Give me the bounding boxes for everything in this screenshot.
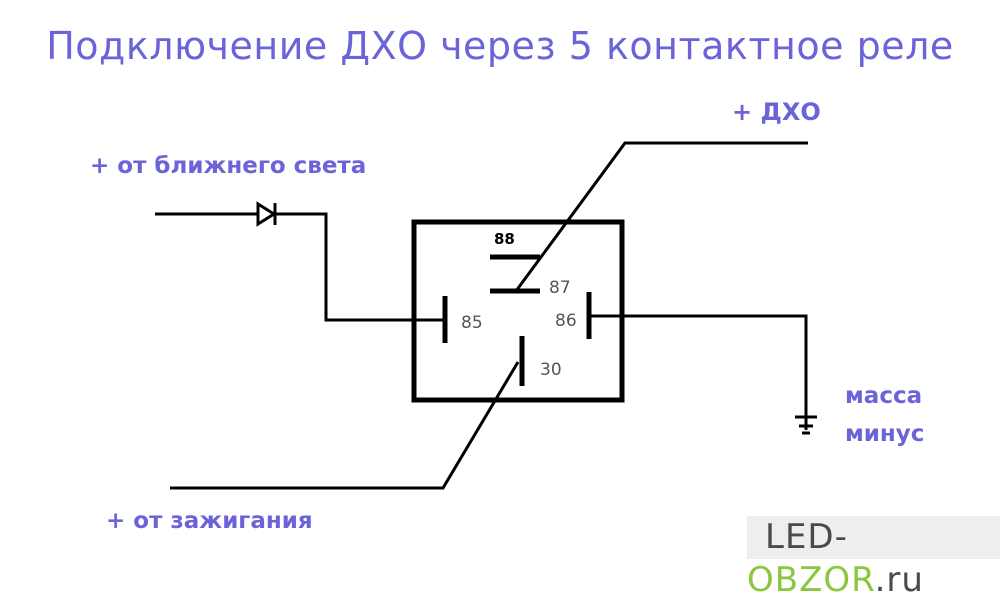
pin-86-label: 86: [555, 311, 577, 331]
ground-wire: [589, 314, 808, 430]
ground-icon: [795, 415, 817, 435]
relay-wiring-diagram: [155, 141, 817, 490]
ground-label: масса: [845, 383, 923, 409]
pin-87-label: 87: [549, 278, 571, 298]
low-beam-wire: [155, 212, 445, 322]
drl-plus-label: + ДХО: [732, 98, 821, 126]
pin-85-label: 85: [461, 313, 483, 333]
diagram-title: Подключение ДХО через 5 контактное реле: [46, 24, 954, 68]
ignition-label: + от зажигания: [106, 508, 313, 534]
low-beam-label: + от ближнего света: [90, 153, 367, 179]
watermark-part-ru: .ru: [874, 560, 924, 600]
watermark-logo: LED-OBZOR.ru: [747, 516, 1000, 600]
diode-icon: [256, 201, 277, 227]
pin-88-label: 88: [494, 230, 515, 248]
watermark-part-obzor: OBZOR: [747, 560, 875, 600]
drl-wire: [514, 141, 808, 292]
ignition-wire: [170, 361, 520, 490]
watermark-part-led: LED-: [765, 517, 849, 557]
minus-label: минус: [845, 421, 925, 447]
pin-30-label: 30: [540, 360, 562, 380]
relay-box: [411, 219, 625, 403]
